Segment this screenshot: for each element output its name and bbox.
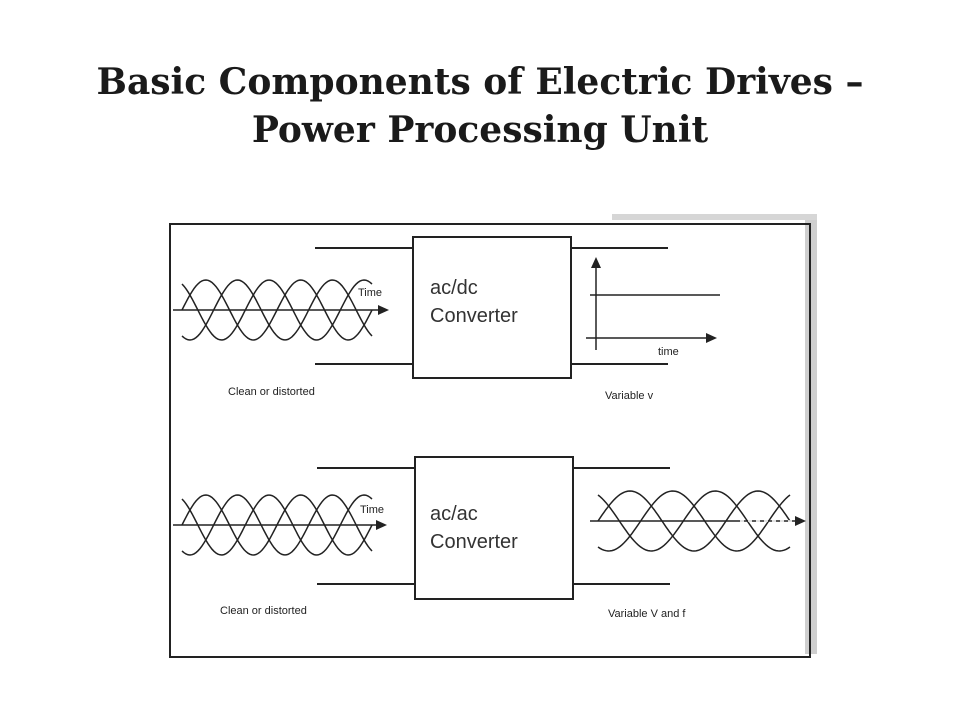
scan-shadow-top (612, 214, 817, 220)
top-output-vertical-arrowhead (591, 257, 601, 268)
ac-dc-converter-label-line1: ac/dc (430, 277, 478, 299)
ac-dc-converter-label-line2: Converter (430, 305, 518, 327)
title-line-2: Power Processing Unit (251, 109, 709, 151)
title-line-1: Basic Components of Electric Drives – (96, 61, 864, 103)
bottom-row: Time Clean or distorted ac/ac Converter … (173, 456, 806, 620)
top-output-axis-arrowhead (706, 333, 717, 343)
top-row: Time Clean or distorted ac/dc Converter … (173, 236, 720, 402)
ac-ac-converter-label-line2: Converter (430, 531, 518, 553)
top-input-caption: Clean or distorted (228, 386, 315, 398)
top-output-axis-label: time (658, 346, 679, 358)
bottom-output-wave-phase-3 (597, 490, 791, 552)
bottom-output-axis-arrowhead (795, 516, 806, 526)
top-input-axis-arrowhead (378, 305, 389, 315)
top-output-caption: Variable v (605, 390, 654, 402)
diagram-frame (169, 223, 811, 658)
bottom-output-waveforms (597, 490, 791, 552)
ac-ac-converter-box (414, 456, 574, 600)
bottom-output-caption: Variable V and f (608, 608, 686, 620)
slide-title: Basic Components of Electric Drives – Po… (0, 58, 960, 154)
bottom-input-axis-arrowhead (376, 520, 387, 530)
ac-ac-converter-label-line1: ac/ac (430, 503, 478, 525)
top-input-axis-label: Time (358, 287, 382, 299)
bottom-input-axis-label: Time (360, 504, 384, 516)
bottom-input-caption: Clean or distorted (220, 605, 307, 617)
ac-dc-converter-box (412, 236, 572, 379)
bottom-output-wave-phase-1 (597, 490, 791, 552)
